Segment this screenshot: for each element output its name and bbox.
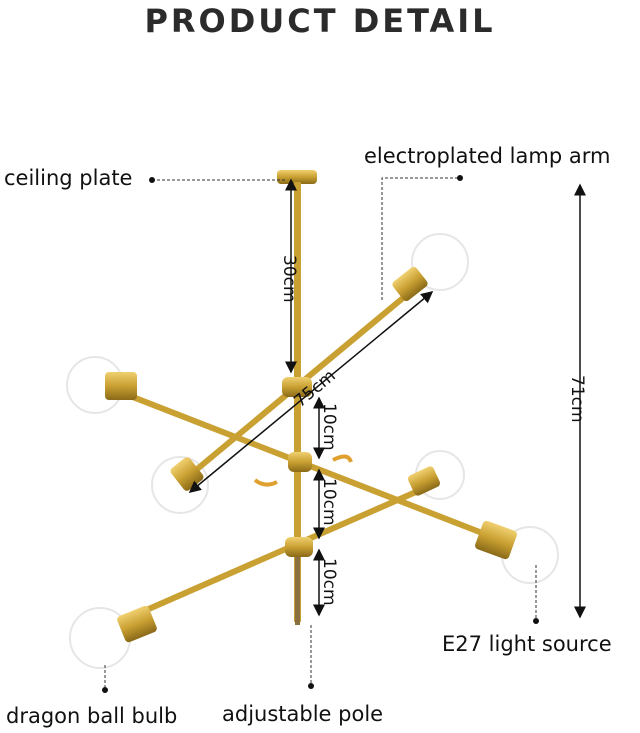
bulb xyxy=(411,233,469,291)
label-lamp-arm: electroplated lamp arm xyxy=(364,144,611,168)
dim-30cm: 30cm xyxy=(279,255,299,303)
bulbs xyxy=(66,233,559,669)
dim-10cm-2: 10cm xyxy=(319,478,339,526)
label-bulb: dragon ball bulb xyxy=(6,704,178,728)
dimension-arrows xyxy=(188,178,586,619)
page-title: PRODUCT DETAIL xyxy=(144,2,496,40)
ceiling-plate xyxy=(277,170,317,184)
adjustable-pole-end xyxy=(295,545,300,625)
leader-lines xyxy=(104,177,537,690)
label-light-source: E27 light source xyxy=(442,632,612,656)
dim-10cm-1: 10cm xyxy=(319,403,339,451)
label-ceiling-plate: ceiling plate xyxy=(4,166,133,190)
label-pole: adjustable pole xyxy=(222,702,384,726)
sockets xyxy=(105,266,517,643)
dim-71cm: 71cm xyxy=(567,375,587,423)
dim-10cm-3: 10cm xyxy=(319,558,339,606)
